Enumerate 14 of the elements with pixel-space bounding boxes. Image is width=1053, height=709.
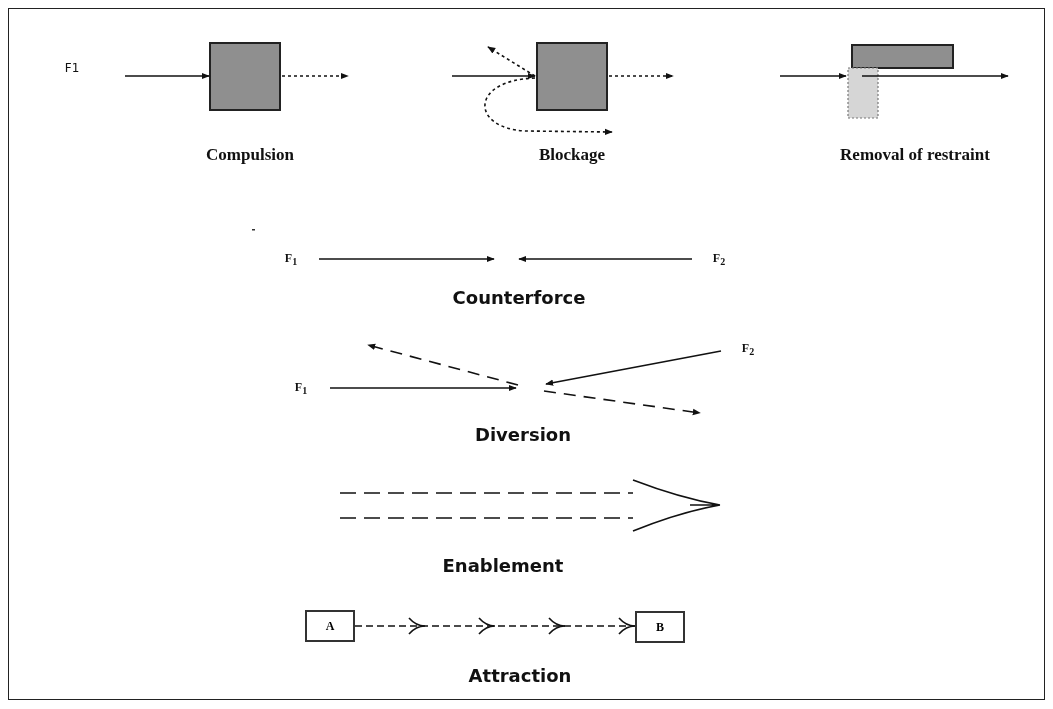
force-label: F$_{2}$ [712, 250, 726, 268]
force-label: F1 [64, 61, 80, 75]
caption: Enablement [442, 554, 564, 576]
caption: Counterforce [452, 286, 586, 308]
force-label: F$_{1}$ [294, 379, 308, 397]
caption: Compulsion [206, 145, 294, 165]
letter-box: A [305, 610, 355, 642]
caption: Removal of restraint [840, 145, 990, 165]
caption: Diversion [475, 423, 571, 445]
letter-box: B [635, 611, 685, 643]
caption: Blockage [538, 145, 606, 165]
caption: Attraction [468, 664, 572, 686]
force-label: F$_{1}$ [284, 250, 298, 268]
force-label: F$_{2}$ [741, 340, 755, 358]
